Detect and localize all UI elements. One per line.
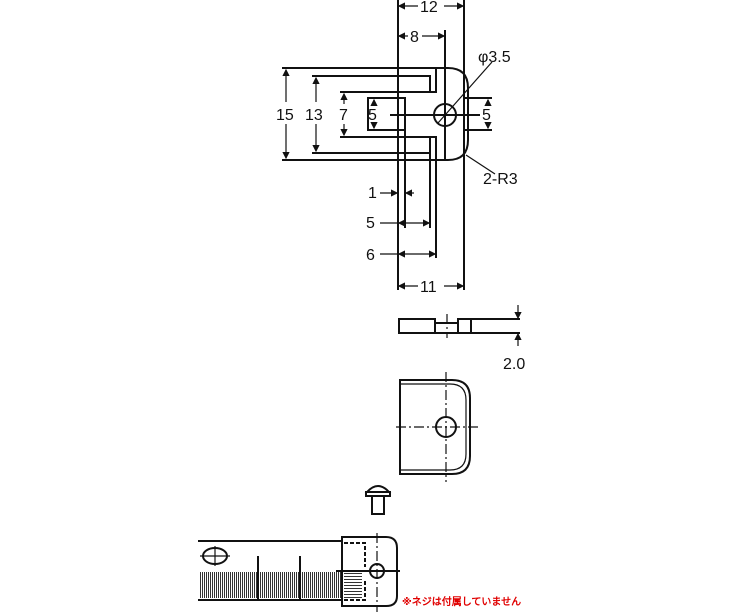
dim-height-tab: 5	[368, 107, 377, 124]
side-view: 2.0	[398, 305, 525, 373]
dim-depth-6: 6	[366, 247, 375, 264]
slot-lower	[314, 136, 437, 160]
dim-height-slot: 13	[305, 107, 323, 124]
slot-upper	[314, 68, 437, 93]
dim-corner-radius: 2-R3	[483, 171, 518, 188]
dim-gap: 1	[368, 185, 377, 202]
dim-overall-width: 12	[420, 0, 438, 16]
hole	[433, 103, 457, 127]
dim-hole-offset: 8	[410, 29, 419, 46]
assembly-view	[198, 533, 400, 612]
dim-height-right-slot: 5	[482, 107, 491, 124]
screw-not-included-note: ※ネジは付属していません	[402, 597, 522, 608]
dim-depth-5: 5	[366, 215, 375, 232]
dim-height-inner: 7	[339, 107, 348, 124]
top-view: 12 8 φ3.5 15 13 7 5 5 2-R3 1	[276, 0, 518, 296]
dim-base-length: 11	[420, 279, 437, 296]
dim-hole-diameter: φ3.5	[478, 49, 511, 66]
screw-icon	[364, 485, 392, 515]
front-view	[396, 372, 480, 482]
dim-height-outer: 15	[276, 107, 294, 124]
dim-thickness: 2.0	[503, 356, 525, 373]
